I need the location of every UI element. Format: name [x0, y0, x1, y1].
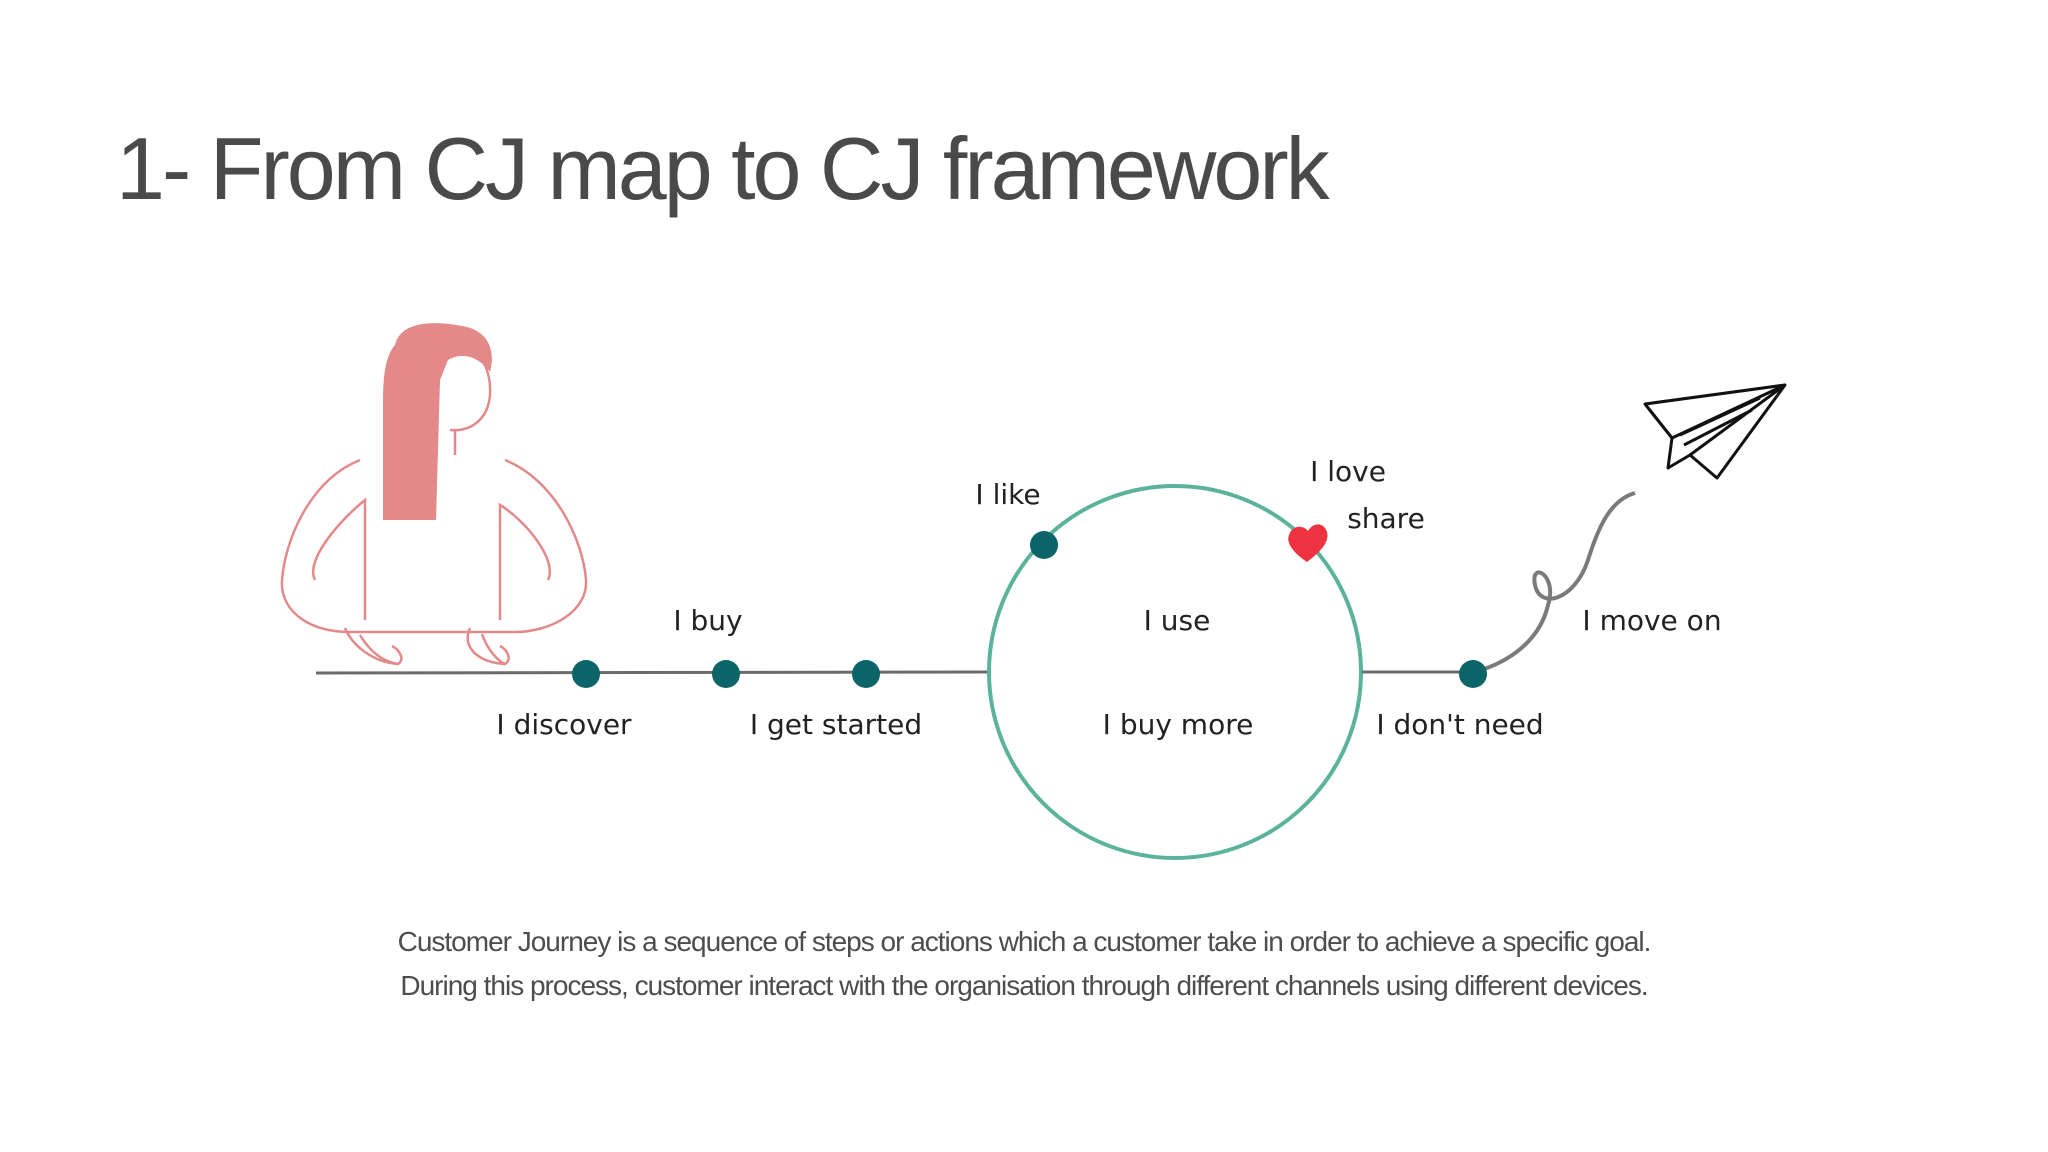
label-like: I like — [975, 478, 1040, 511]
label-share: share — [1347, 502, 1425, 535]
label-buy-more: I buy more — [1103, 708, 1254, 741]
slide-title: 1- From CJ map to CJ framework — [116, 119, 1330, 218]
caption-line-1: Customer Journey is a sequence of steps … — [397, 926, 1652, 957]
label-use: I use — [1144, 604, 1211, 637]
label-discover: I discover — [496, 708, 632, 741]
paper-plane-icon — [1643, 383, 1787, 480]
journey-loop — [987, 484, 1363, 860]
label-dont-need: I don't need — [1376, 708, 1543, 741]
label-move-on: I move on — [1582, 604, 1721, 637]
journey-line-left — [315, 670, 990, 675]
node-dont-need — [1459, 660, 1487, 688]
label-love: I love — [1310, 455, 1386, 488]
node-discover — [572, 660, 600, 688]
caption-line-2: During this process, customer interact w… — [400, 970, 1648, 1001]
woman-figure-icon — [280, 323, 588, 666]
node-get-started — [852, 660, 880, 688]
caption: Customer Journey is a sequence of steps … — [0, 920, 2048, 1008]
node-like — [1030, 531, 1058, 559]
node-buy — [712, 660, 740, 688]
label-get-started: I get started — [750, 708, 922, 741]
label-buy: I buy — [673, 604, 742, 637]
heart-icon — [1288, 524, 1328, 562]
move-on-path — [1474, 491, 1636, 674]
